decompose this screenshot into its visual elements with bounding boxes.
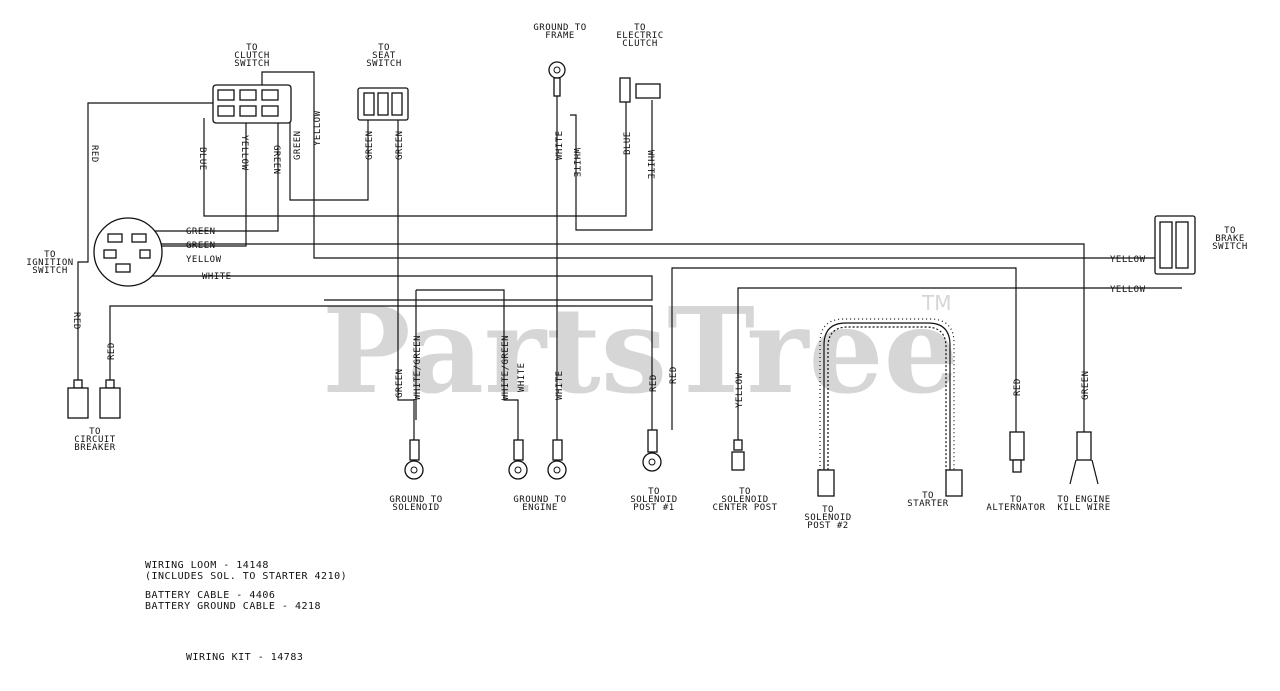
starter-terminal	[945, 469, 963, 497]
circuit-breaker-terminals	[67, 379, 121, 419]
wire-label-white-geng-2: WHITE	[555, 370, 565, 400]
wire-label-green-gsol: GREEN	[395, 368, 405, 398]
wire-label-green-clutch-2: GREEN	[293, 130, 303, 160]
solenoid-post2-terminal	[817, 469, 835, 497]
ground-solenoid-terminal	[404, 439, 424, 480]
label-alt-2: ALTERNATOR	[986, 503, 1045, 513]
label-starter-2: STARTER	[907, 499, 949, 509]
note-loom: WIRING LOOM - 14148	[145, 560, 269, 571]
label-eclutch-2: ELECTRIC	[616, 31, 663, 41]
label-breaker-1: TO	[89, 427, 101, 437]
label-frame-1: GROUND TO	[533, 23, 586, 33]
label-clutch-3: SWITCH	[234, 59, 270, 69]
ignition-switch-connector	[93, 217, 163, 287]
wire-label-green-kill: GREEN	[1081, 370, 1091, 400]
wire-label-yellow-brake: YELLOW	[1110, 255, 1146, 265]
label-seat-2: SEAT	[372, 51, 396, 61]
wire-label-red-sp1-2: RED	[669, 366, 679, 384]
note-includes: (INCLUDES SOL. TO STARTER 4210)	[145, 571, 347, 582]
wire-label-yellow-right: YELLOW	[1110, 285, 1146, 295]
label-sp2-3: POST #2	[807, 521, 848, 531]
label-clutch-1: TO	[246, 43, 258, 53]
label-kill-1: TO ENGINE	[1057, 495, 1110, 505]
label-sc-1: TO	[739, 487, 751, 497]
label-gsol-2: SOLENOID	[392, 503, 439, 513]
wire-label-yellow-sc: YELLOW	[735, 372, 745, 408]
wire-label-green-clutch: GREEN	[271, 145, 281, 175]
solenoid-center-terminal	[731, 439, 745, 471]
wires	[77, 71, 1182, 470]
wire-label-white-frame-2: WHITE	[571, 148, 581, 178]
label-geng-1: GROUND TO	[513, 495, 566, 505]
label-ign-2: IGNITION	[26, 258, 73, 268]
label-brake-3: SWITCH	[1212, 242, 1248, 252]
wire-label-white-green-gsol: WHITE/GREEN	[413, 335, 423, 400]
label-breaker-2: CIRCUIT	[74, 435, 116, 445]
label-sp1-2: SOLENOID	[630, 495, 677, 505]
electric-clutch-connector	[619, 77, 661, 103]
note-battery-ground: BATTERY GROUND CABLE - 4218	[145, 601, 321, 612]
wire-label-green-seat: GREEN	[365, 130, 375, 160]
label-alt-1: TO	[1010, 495, 1022, 505]
wire-label-white-frame: WHITE	[555, 130, 565, 160]
wire-label-red-alt: RED	[1013, 378, 1023, 396]
wire-label-red-top: RED	[89, 145, 99, 163]
brake-switch-connector	[1154, 215, 1196, 275]
label-frame-2: FRAME	[545, 31, 575, 41]
ground-engine-terminals	[508, 439, 567, 480]
watermark-logo: PartsTree	[322, 281, 959, 420]
wire-label-yellow-clutch: YELLOW	[239, 135, 249, 171]
label-ign-1: TO	[44, 250, 56, 260]
wire-label-yellow-clutch-2: YELLOW	[313, 110, 323, 146]
label-ign-3: SWITCH	[32, 266, 68, 276]
label-eclutch-3: CLUTCH	[622, 39, 658, 49]
label-sp1-1: TO	[648, 487, 660, 497]
watermark-tm: TM	[921, 291, 951, 315]
wire-label-red-sp1: RED	[649, 374, 659, 392]
wire-label-blue-clutch: BLUE	[197, 147, 207, 171]
label-sc-3: CENTER POST	[712, 503, 777, 513]
note-battery: BATTERY CABLE - 4406	[145, 590, 275, 601]
note-kit: WIRING KIT - 14783	[186, 652, 303, 663]
wire-label-green-seat-2: GREEN	[395, 130, 405, 160]
label-sc-2: SOLENOID	[721, 495, 768, 505]
label-clutch-2: CLUTCH	[234, 51, 270, 61]
wire-label-red-breaker: RED	[71, 312, 81, 330]
wire-label-green-ign-2: GREEN	[186, 241, 216, 251]
label-seat-1: TO	[378, 43, 390, 53]
ground-frame-terminal	[548, 61, 566, 97]
wire-label-red-breaker-2: RED	[107, 342, 117, 360]
label-brake-1: TO	[1224, 226, 1236, 236]
wire-label-white-geng: WHITE	[517, 362, 527, 392]
label-sp1-3: POST #1	[633, 503, 674, 513]
wire-label-white-ign: WHITE	[202, 272, 232, 282]
alternator-terminal	[1009, 431, 1025, 473]
label-breaker-3: BREAKER	[74, 443, 116, 453]
label-eclutch-1: TO	[634, 23, 646, 33]
label-brake-2: BRAKE	[1215, 234, 1245, 244]
label-kill-2: KILL WIRE	[1057, 503, 1110, 513]
wire-label-green-ign: GREEN	[186, 227, 216, 237]
label-sp2-2: SOLENOID	[804, 513, 851, 523]
seat-switch-connector	[357, 87, 409, 121]
label-seat-3: SWITCH	[366, 59, 402, 69]
wire-label-white-green-geng: WHITE/GREEN	[501, 335, 511, 400]
wire-label-yellow-ign: YELLOW	[186, 255, 222, 265]
wire-label-white-eclutch: WHITE	[645, 150, 655, 180]
engine-kill-terminal	[1069, 431, 1099, 485]
wire-label-blue-eclutch: BLUE	[623, 131, 633, 155]
label-gsol-1: GROUND TO	[389, 495, 442, 505]
solenoid-post1-terminal	[642, 429, 662, 472]
clutch-switch-connector	[212, 84, 292, 124]
label-starter-1: TO	[922, 491, 934, 501]
label-sp2-1: TO	[822, 505, 834, 515]
label-geng-2: ENGINE	[522, 503, 558, 513]
